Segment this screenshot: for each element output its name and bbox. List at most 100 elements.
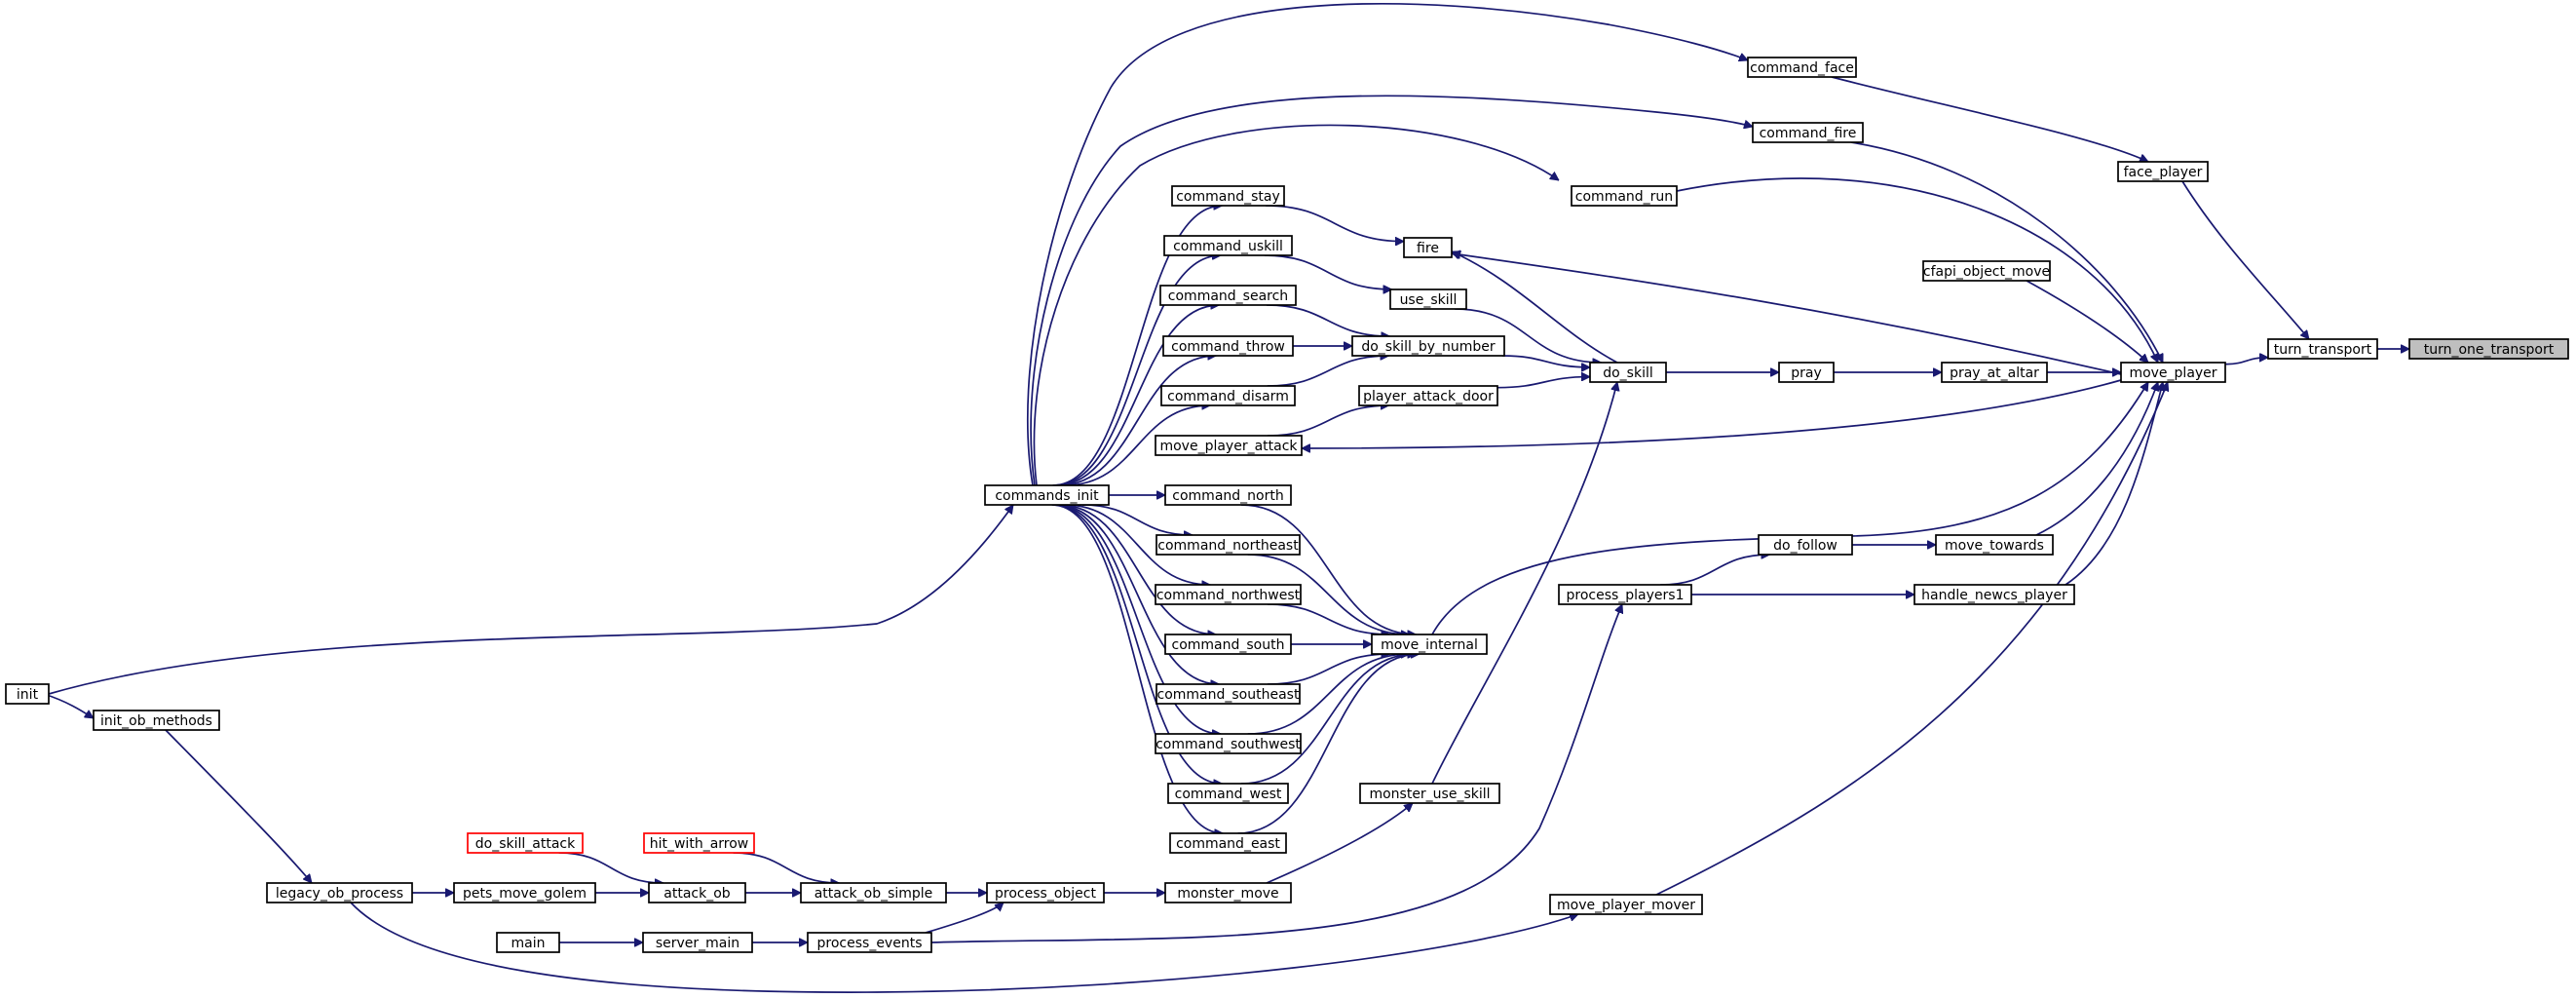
node-box[interactable] <box>1913 584 2075 605</box>
node-box[interactable] <box>643 832 755 854</box>
node-handle_newcs_player[interactable]: handle_newcs_player <box>1913 584 2075 605</box>
node-box[interactable] <box>984 484 1110 506</box>
node-box[interactable] <box>1155 534 1301 556</box>
node-box[interactable] <box>1941 362 2048 383</box>
node-turn_one_transport[interactable]: turn_one_transport <box>2408 338 2569 360</box>
node-box[interactable] <box>1358 385 1498 406</box>
node-hit_with_arrow[interactable]: hit_with_arrow <box>643 832 755 854</box>
node-move_towards[interactable]: move_towards <box>1935 534 2054 556</box>
node-box[interactable] <box>1359 783 1500 804</box>
node-command_east[interactable]: command_east <box>1169 832 1287 854</box>
node-face_player[interactable]: face_player <box>2117 161 2209 182</box>
node-box[interactable] <box>1389 288 1467 310</box>
node-box[interactable] <box>467 832 584 854</box>
node-do_skill[interactable]: do_skill <box>1589 362 1667 383</box>
node-box[interactable] <box>807 932 932 953</box>
node-box[interactable] <box>2267 338 2378 360</box>
node-box[interactable] <box>1549 894 1703 915</box>
node-box[interactable] <box>2117 161 2209 182</box>
node-command_north[interactable]: command_north <box>1164 484 1292 506</box>
node-fire[interactable]: fire <box>1403 237 1453 258</box>
node-attack_ob[interactable]: attack_ob <box>648 882 746 903</box>
node-do_skill_by_number[interactable]: do_skill_by_number <box>1351 335 1505 357</box>
node-box[interactable] <box>1155 733 1302 754</box>
node-command_search[interactable]: command_search <box>1159 285 1297 306</box>
node-box[interactable] <box>1922 260 2051 282</box>
node-box[interactable] <box>1758 534 1853 556</box>
node-move_player[interactable]: move_player <box>2120 362 2226 383</box>
node-box[interactable] <box>1155 683 1301 705</box>
node-command_face[interactable]: command_face <box>1747 57 1857 78</box>
node-player_attack_door[interactable]: player_attack_door <box>1358 385 1498 406</box>
node-move_player_mover[interactable]: move_player_mover <box>1549 894 1703 915</box>
node-box[interactable] <box>1162 335 1294 357</box>
node-box[interactable] <box>1167 783 1289 804</box>
node-init_ob_methods[interactable]: init_ob_methods <box>93 710 220 731</box>
node-command_west[interactable]: command_west <box>1167 783 1289 804</box>
node-command_fire[interactable]: command_fire <box>1752 122 1864 143</box>
node-box[interactable] <box>648 882 746 903</box>
node-box[interactable] <box>1351 335 1505 357</box>
node-box[interactable] <box>2408 338 2569 360</box>
node-box[interactable] <box>1163 235 1293 256</box>
node-legacy_ob_process[interactable]: legacy_ob_process <box>266 882 413 903</box>
node-process_object[interactable]: process_object <box>986 882 1105 903</box>
node-process_players1[interactable]: process_players1 <box>1558 584 1692 605</box>
node-box[interactable] <box>1164 634 1292 655</box>
node-box[interactable] <box>986 882 1105 903</box>
node-command_stay[interactable]: command_stay <box>1171 185 1285 207</box>
node-use_skill[interactable]: use_skill <box>1389 288 1467 310</box>
node-command_northwest[interactable]: command_northwest <box>1155 584 1302 605</box>
node-box[interactable] <box>1164 882 1292 903</box>
node-turn_transport[interactable]: turn_transport <box>2267 338 2378 360</box>
node-box[interactable] <box>1935 534 2054 556</box>
node-command_south[interactable]: command_south <box>1164 634 1292 655</box>
node-box[interactable] <box>1169 832 1287 854</box>
node-commands_init[interactable]: commands_init <box>984 484 1110 506</box>
node-server_main[interactable]: server_main <box>642 932 753 953</box>
node-cfapi_object_move[interactable]: cfapi_object_move <box>1922 260 2051 282</box>
node-box[interactable] <box>1571 185 1678 207</box>
node-box[interactable] <box>93 710 220 731</box>
node-command_uskill[interactable]: command_uskill <box>1163 235 1293 256</box>
node-move_player_attack[interactable]: move_player_attack <box>1155 435 1303 456</box>
node-box[interactable] <box>1155 435 1303 456</box>
node-do_skill_attack[interactable]: do_skill_attack <box>467 832 584 854</box>
node-box[interactable] <box>1558 584 1692 605</box>
node-monster_use_skill[interactable]: monster_use_skill <box>1359 783 1500 804</box>
node-box[interactable] <box>5 683 50 705</box>
node-box[interactable] <box>496 932 560 953</box>
node-box[interactable] <box>642 932 753 953</box>
node-box[interactable] <box>2120 362 2226 383</box>
node-main[interactable]: main <box>496 932 560 953</box>
node-attack_ob_simple[interactable]: attack_ob_simple <box>800 882 947 903</box>
node-command_throw[interactable]: command_throw <box>1162 335 1294 357</box>
node-move_internal[interactable]: move_internal <box>1371 634 1488 655</box>
node-box[interactable] <box>800 882 947 903</box>
node-pray[interactable]: pray <box>1778 362 1835 383</box>
node-box[interactable] <box>1155 584 1302 605</box>
node-command_northeast[interactable]: command_northeast <box>1155 534 1301 556</box>
node-box[interactable] <box>1752 122 1864 143</box>
node-command_run[interactable]: command_run <box>1571 185 1678 207</box>
node-monster_move[interactable]: monster_move <box>1164 882 1292 903</box>
node-box[interactable] <box>1747 57 1857 78</box>
node-box[interactable] <box>1778 362 1835 383</box>
node-process_events[interactable]: process_events <box>807 932 932 953</box>
node-box[interactable] <box>1164 484 1292 506</box>
node-command_southeast[interactable]: command_southeast <box>1155 683 1301 705</box>
node-do_follow[interactable]: do_follow <box>1758 534 1853 556</box>
node-command_southwest[interactable]: command_southwest <box>1155 733 1302 754</box>
node-box[interactable] <box>1371 634 1488 655</box>
node-pets_move_golem[interactable]: pets_move_golem <box>453 882 596 903</box>
node-init[interactable]: init <box>5 683 50 705</box>
node-box[interactable] <box>266 882 413 903</box>
node-box[interactable] <box>1160 385 1296 406</box>
node-box[interactable] <box>1171 185 1285 207</box>
node-pray_at_altar[interactable]: pray_at_altar <box>1941 362 2048 383</box>
node-box[interactable] <box>453 882 596 903</box>
node-box[interactable] <box>1403 237 1453 258</box>
node-command_disarm[interactable]: command_disarm <box>1160 385 1296 406</box>
node-box[interactable] <box>1589 362 1667 383</box>
node-box[interactable] <box>1159 285 1297 306</box>
